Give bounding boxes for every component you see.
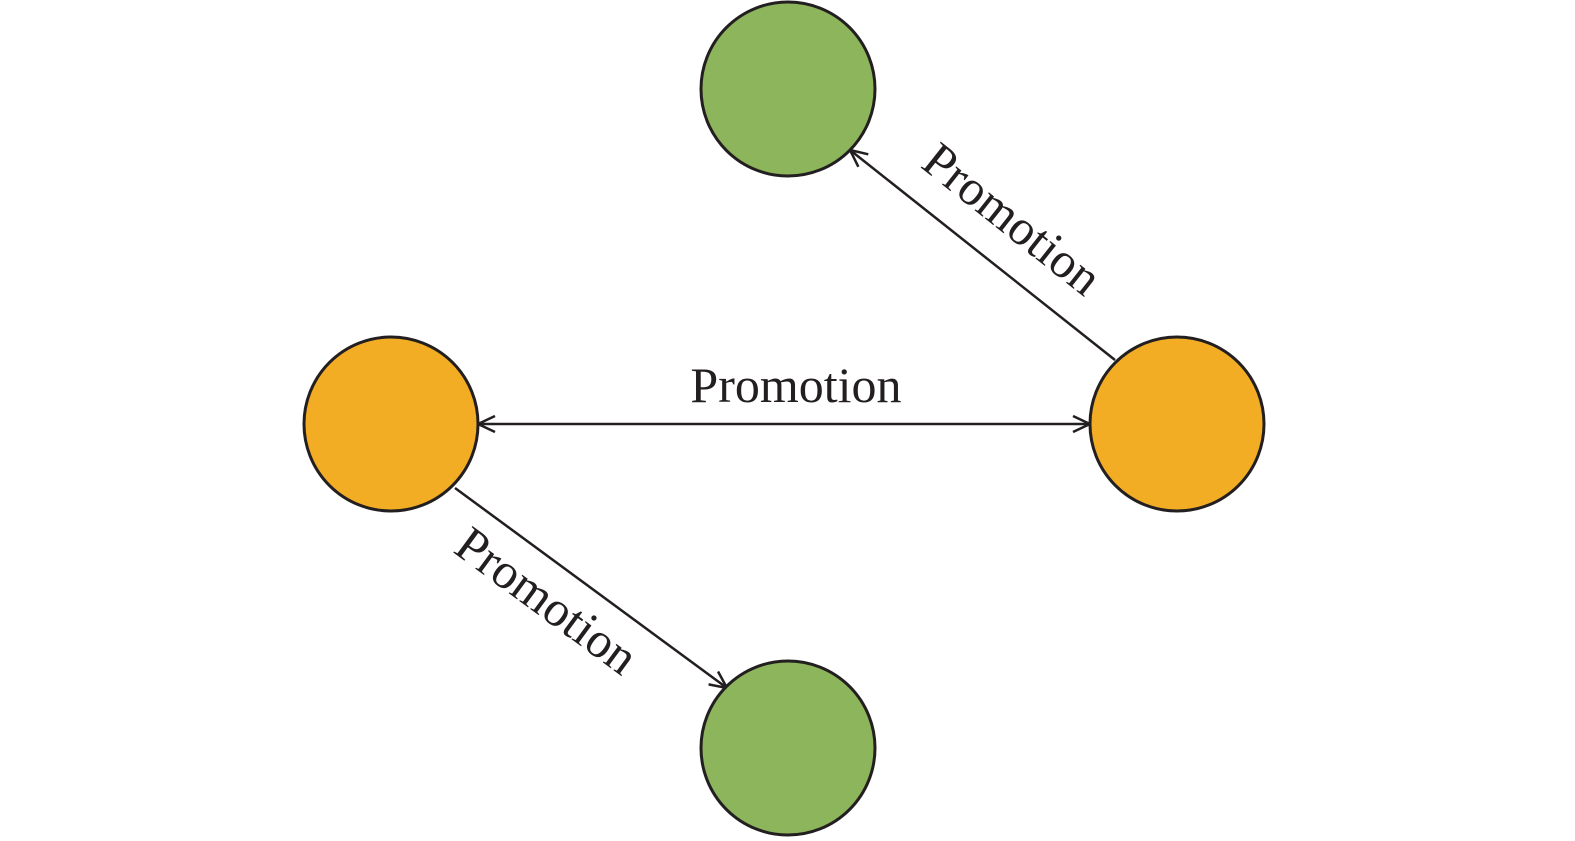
edge-label-horizontal: Promotion: [690, 357, 901, 413]
node-top-green: [699, 0, 877, 178]
edge-left-to-bottom-arrow: [454, 486, 727, 688]
edge-right-to-top-arrow: [850, 150, 1116, 361]
node-left-orange: [302, 335, 480, 513]
node-right-orange: [1088, 335, 1266, 513]
node-bottom-green: [699, 659, 877, 837]
edge-label-left-to-bottom: Promotion: [445, 515, 648, 685]
